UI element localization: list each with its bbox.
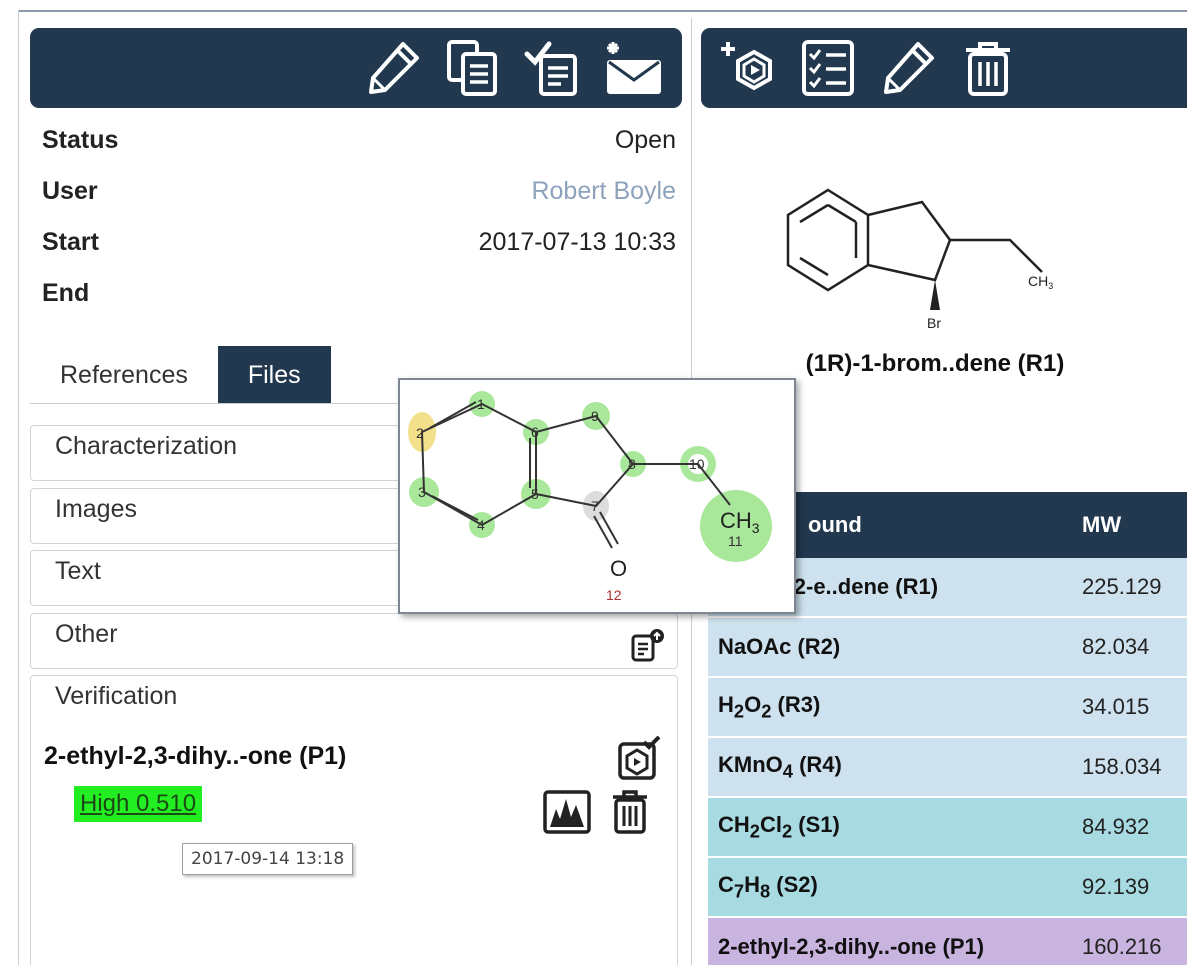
tab-files[interactable]: Files	[217, 346, 331, 404]
compound-mw: 160.216	[1082, 934, 1162, 959]
section-verification[interactable]: Verification	[30, 675, 678, 727]
edit-icon	[884, 42, 934, 94]
user-row: User Robert Boyle	[42, 171, 676, 211]
table-row[interactable]: KMnO4 (R4) 158.034	[708, 738, 1187, 796]
new-mail-icon	[607, 42, 661, 94]
spectrum-icon[interactable]	[542, 789, 592, 835]
svg-text:2: 2	[416, 425, 424, 441]
new-mail-button[interactable]	[600, 35, 666, 101]
start-row: Start 2017-07-13 10:33	[42, 222, 676, 262]
user-link[interactable]: Robert Boyle	[531, 176, 676, 205]
verification-timestamp-tooltip: 2017-09-14 13:18	[182, 843, 354, 875]
atom-map-bonds	[420, 401, 731, 549]
verification-panel	[30, 725, 678, 965]
svg-text:5: 5	[531, 486, 539, 502]
verification-score-link[interactable]: High 0.510	[74, 786, 203, 822]
section-other-title: Other	[55, 620, 118, 648]
svg-text:9: 9	[591, 408, 599, 424]
tab-references[interactable]: References	[60, 360, 188, 389]
status-row: Status Open	[42, 120, 676, 160]
end-label: End	[42, 278, 90, 307]
compound-structure: CH3 Br	[786, 188, 1053, 331]
end-row: End	[42, 273, 676, 313]
table-row[interactable]: CH2Cl2 (S1) 84.932	[708, 798, 1187, 856]
table-row[interactable]: C7H8 (S2) 92.139	[708, 858, 1187, 916]
section-images-title: Images	[55, 495, 137, 523]
tabs-underline	[30, 403, 682, 404]
svg-text:11: 11	[728, 533, 743, 549]
checklist-icon	[802, 40, 854, 96]
edit-compound-button[interactable]	[875, 35, 941, 101]
top-border	[18, 10, 1187, 12]
status-label: Status	[42, 125, 119, 154]
svg-text:6: 6	[531, 424, 539, 440]
edit-button[interactable]	[360, 35, 426, 101]
verify-compound-icon[interactable]	[616, 736, 662, 782]
compound-mw: 225.129	[1082, 574, 1162, 599]
add-compound-icon	[721, 42, 772, 91]
compound-name: C7H8 (S2)	[718, 871, 818, 902]
compound-mw: 34.015	[1082, 694, 1150, 719]
atom-map-oxygen-label: O	[610, 556, 627, 581]
header-compound[interactable]: ound	[808, 512, 862, 537]
atom-labels: 1 2 3 4 5 6 7 8 9 10 11	[416, 396, 743, 549]
svg-text:3: 3	[418, 484, 426, 500]
user-label: User	[42, 176, 98, 205]
structure-br-label: Br	[927, 315, 941, 331]
checklist-button[interactable]	[520, 35, 586, 101]
section-characterization-title: Characterization	[55, 432, 238, 460]
table-row[interactable]: 2-ethyl-2,3-dihy..-one (P1) 160.216	[708, 918, 1187, 965]
compound-mw: 92.139	[1082, 874, 1150, 899]
upload-file-icon[interactable]	[629, 628, 665, 664]
compound-name: KMnO4 (R4)	[718, 751, 842, 782]
atom-map-oxygen-index: 12	[606, 587, 622, 603]
table-row[interactable]: H2O2 (R3) 34.015	[708, 678, 1187, 736]
header-mw[interactable]: MW	[1082, 512, 1122, 537]
compound-mw: 84.932	[1082, 814, 1150, 839]
svg-text:7: 7	[591, 498, 599, 514]
svg-text:8: 8	[628, 456, 636, 472]
start-value: 2017-07-13 10:33	[478, 227, 676, 256]
trash-icon[interactable]	[610, 789, 650, 835]
compound-name: CH2Cl2 (S1)	[718, 811, 840, 842]
atom-map-popup: 1 2 3 4 5 6 7 8 9 10 11 CH3 O 12	[398, 378, 796, 614]
copy-icon	[447, 40, 497, 96]
edit-icon	[369, 42, 419, 94]
structure-ch-label: CH3	[1028, 273, 1053, 291]
verification-product: 2-ethyl-2,3-dihy..-one (P1)	[44, 742, 347, 770]
table-row[interactable]: NaOAc (R2) 82.034	[708, 618, 1187, 676]
add-compound-button[interactable]	[715, 35, 781, 101]
copy-button[interactable]	[440, 35, 506, 101]
atom-map-ch3-label: CH3	[720, 508, 760, 536]
svg-text:4: 4	[477, 517, 485, 533]
checklist-icon	[524, 41, 577, 96]
checklist-button-right[interactable]	[795, 35, 861, 101]
section-other[interactable]: Other	[30, 613, 678, 669]
trash-icon	[966, 42, 1010, 96]
compound-name: H2O2 (R3)	[718, 691, 821, 722]
compound-mw: 158.034	[1082, 754, 1162, 779]
detail-tabs: References Files	[30, 346, 331, 404]
start-label: Start	[42, 227, 99, 256]
compound-toolbar	[701, 28, 1187, 108]
section-verification-title: Verification	[55, 682, 178, 710]
compound-name: NaOAc (R2)	[718, 634, 841, 659]
svg-text:10: 10	[689, 456, 705, 472]
experiment-toolbar	[30, 28, 682, 108]
atom-map-structure: 1 2 3 4 5 6 7 8 9 10 11 CH3 O 12	[408, 391, 772, 603]
section-text-title: Text	[55, 557, 101, 585]
left-border	[18, 10, 19, 965]
delete-compound-button[interactable]	[955, 35, 1021, 101]
compound-mw: 82.034	[1082, 634, 1150, 659]
status-value: Open	[614, 125, 676, 154]
compound-caption: (1R)-1-brom..dene (R1)	[805, 350, 1065, 377]
compound-name: 2-ethyl-2,3-dihy..-one (P1)	[718, 934, 985, 959]
svg-text:1: 1	[477, 396, 485, 412]
